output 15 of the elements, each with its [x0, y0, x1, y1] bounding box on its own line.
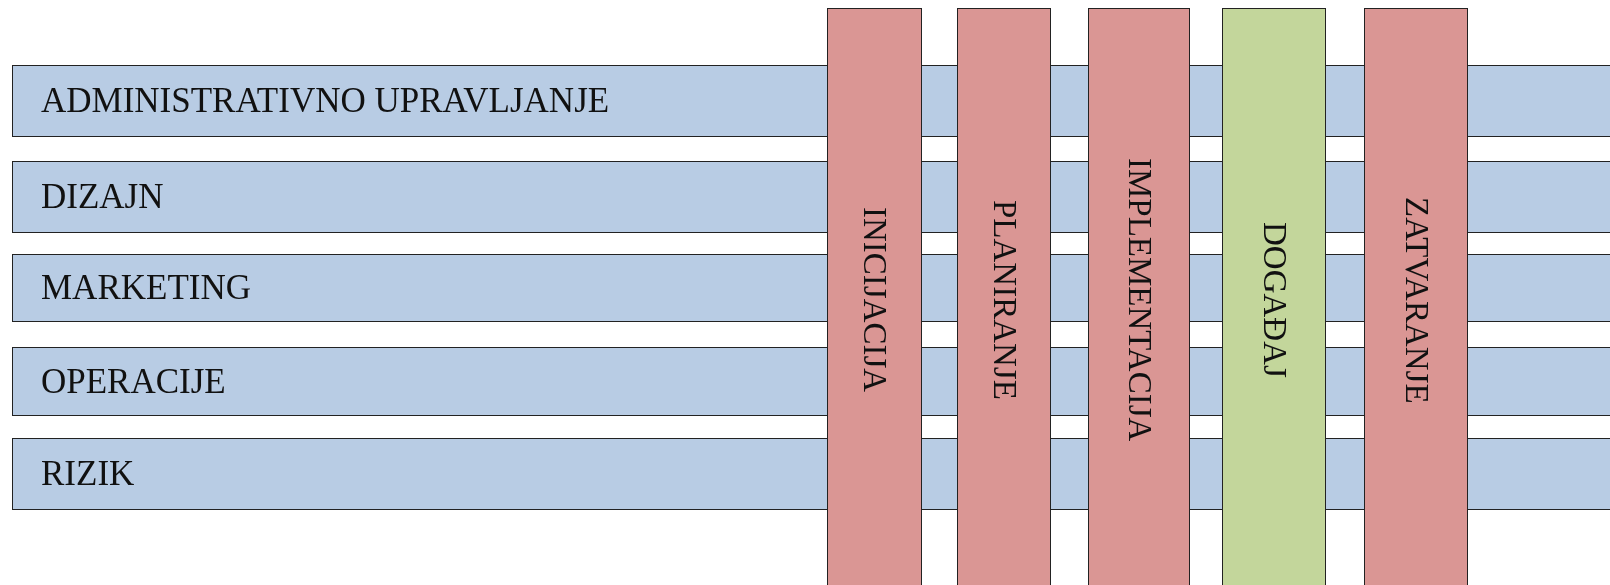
phase-label: ZATVARANJE [1397, 196, 1435, 404]
phase-column [827, 8, 922, 585]
phase-column [1364, 8, 1468, 585]
phase-label: DOGAĐAJ [1255, 222, 1293, 378]
phase-column [957, 8, 1051, 585]
phase-label: PLANIRANJE [985, 200, 1023, 400]
lane-label: DIZAJN [41, 177, 164, 217]
lane-label: MARKETING [41, 268, 251, 308]
lane-label: RIZIK [41, 454, 135, 494]
lane-label: ADMINISTRATIVNO UPRAVLJANJE [41, 81, 610, 121]
phase-label: INICIJACIJA [856, 207, 893, 393]
lane-label: OPERACIJE [41, 361, 226, 402]
phase-column [1088, 8, 1190, 585]
phase-label: IMPLEMENTACIJA [1120, 158, 1158, 442]
phase-column [1222, 8, 1326, 585]
